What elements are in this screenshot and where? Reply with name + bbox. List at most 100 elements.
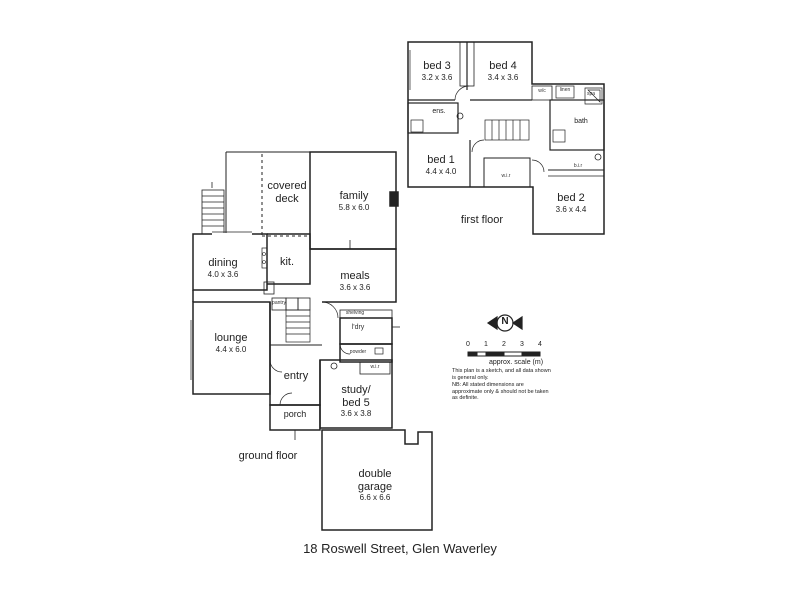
bed3-label: bed 3 3.2 x 3.6: [414, 60, 460, 82]
bed1-name: bed 1: [427, 154, 455, 166]
meals-room: [310, 248, 397, 303]
bath-room: [549, 99, 605, 151]
scale-tick-3: 3: [517, 341, 527, 349]
spa-label: spa: [584, 91, 598, 98]
shelving-label: shelving: [342, 310, 368, 317]
bed1-label: bed 1 4.4 x 4.0: [416, 154, 466, 176]
bed4-name: bed 4: [489, 60, 517, 72]
scale-tick-1: 1: [481, 341, 491, 349]
linen-text: linen: [559, 87, 571, 93]
garage-dim: 6.6 x 6.6: [359, 493, 391, 503]
scale-tick-0-text: 0: [466, 341, 470, 348]
entry-name: entry: [283, 370, 309, 382]
double-garage: [321, 429, 433, 531]
kitchen-name: kit.: [279, 256, 295, 268]
powder-text: powder: [349, 349, 367, 355]
scale-label: approx. scale (m): [484, 359, 548, 367]
study-wir-text: w.i.r: [370, 364, 380, 370]
covered-deck-area: [225, 151, 310, 237]
deck-stairs: [201, 189, 225, 235]
scale-tick-2: 2: [499, 341, 509, 349]
family-name: family: [339, 190, 369, 202]
lounge-name: lounge: [214, 332, 248, 344]
dining-label: dining 4.0 x 3.6: [196, 257, 250, 279]
scale-label-text: approx. scale (m): [488, 359, 544, 366]
scale-tick-0: 0: [463, 341, 473, 349]
scale-tick-4: 4: [535, 341, 545, 349]
study-label: study/ bed 5 3.6 x 3.8: [324, 384, 388, 418]
bath-name: bath: [574, 118, 588, 125]
linen-label: linen: [555, 87, 575, 94]
first-floor-outline: [407, 41, 605, 235]
bed4-label: bed 4 3.4 x 3.6: [478, 60, 528, 82]
scale-tick-2-text: 2: [502, 341, 506, 348]
dining-name: dining: [208, 257, 238, 269]
family-label: family 5.8 x 6.0: [316, 190, 392, 212]
address-label: 18 Roswell Street, Glen Waverley: [250, 541, 550, 557]
study-wir: [359, 361, 391, 375]
covered-deck-label: covered deck: [267, 180, 307, 205]
fireplace-icon: [389, 191, 399, 207]
bed4-dim: 3.4 x 3.6: [487, 72, 519, 82]
entry-label: entry: [276, 370, 316, 383]
meals-name: meals: [340, 270, 370, 282]
scale-tick-4-text: 4: [538, 341, 542, 348]
compass-letter-text: N: [501, 316, 509, 327]
bed3-name: bed 3: [423, 60, 451, 72]
scale-tick-1-text: 1: [484, 341, 488, 348]
porch-label: porch: [274, 409, 316, 419]
upper-stairs: [484, 119, 530, 141]
wc-label: w/c: [532, 88, 552, 95]
address-text: 18 Roswell Street, Glen Waverley: [303, 541, 497, 556]
bed2-bir-text: b.i.r: [573, 163, 583, 169]
shelving-text: shelving: [345, 310, 365, 316]
bath-shower-icon: [552, 129, 566, 143]
meals-label: meals 3.6 x 3.6: [322, 270, 388, 292]
ground-floor-label: ground floor: [226, 450, 310, 463]
porch-name: porch: [283, 409, 307, 419]
garage-label: double garage 6.6 x 6.6: [330, 468, 420, 502]
study-wir-label: w.i.r: [362, 364, 388, 371]
spa-text: spa: [586, 91, 596, 97]
ens-label: ens.: [426, 108, 452, 116]
shelving: [339, 309, 393, 319]
ens-name: ens.: [432, 108, 446, 115]
spa-icon: [584, 87, 603, 105]
bed2-name: bed 2: [557, 192, 585, 204]
bed1-wir-label: w.i.r: [494, 173, 518, 180]
scale-bar: [467, 351, 541, 357]
study-name: study/ bed 5: [341, 384, 371, 409]
garage-name: double garage: [357, 468, 393, 493]
bed1-wir: [483, 157, 531, 188]
scale-note-2-text: NB: All stated dimensions are approximat…: [452, 382, 549, 402]
scale-note-1-text: This plan is a sketch, and all data show…: [452, 368, 551, 381]
bed1-wir-text: w.i.r: [501, 173, 511, 179]
pantry-text: pantry: [272, 300, 286, 306]
linen-cupboard: [555, 85, 575, 99]
bed1-dim: 4.4 x 4.0: [425, 166, 457, 176]
scale-note-1: This plan is a sketch, and all data show…: [452, 368, 552, 381]
scale-tick-3-text: 3: [520, 341, 524, 348]
ldry-label: l'dry: [346, 324, 370, 332]
ldry-text: l'dry: [351, 324, 365, 331]
bath-label: bath: [568, 118, 594, 126]
powder-label: powder: [346, 349, 370, 356]
internal-stairs: [285, 309, 311, 343]
bed2-label: bed 2 3.6 x 4.4: [546, 192, 596, 214]
first-floor-label: first floor: [450, 214, 514, 227]
wc-room: [531, 85, 553, 101]
first-floor-text: first floor: [460, 214, 504, 226]
compass-icon: [486, 314, 523, 332]
lounge-dim: 4.4 x 6.0: [215, 344, 247, 354]
pantry-label: pantry: [270, 300, 288, 307]
study-dim: 3.6 x 3.8: [340, 409, 372, 419]
kitchen-label: kit.: [272, 256, 302, 269]
scale-note-2: NB: All stated dimensions are approximat…: [452, 382, 552, 402]
compass-letter: N: [499, 316, 511, 328]
ground-floor-text: ground floor: [238, 450, 298, 462]
bed2-bir-label: b.i.r: [566, 163, 590, 170]
family-dim: 5.8 x 6.0: [338, 202, 370, 212]
meals-dim: 3.6 x 3.6: [339, 282, 371, 292]
wc-text: w/c: [538, 88, 546, 94]
